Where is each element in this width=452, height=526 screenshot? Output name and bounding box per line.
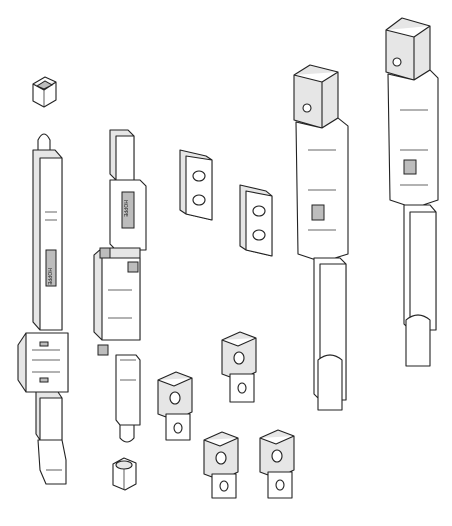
cap-bottom (112, 457, 137, 491)
svg-text:HOPPE: HOPPE (122, 200, 128, 217)
long-bar: HOPPE (17, 133, 69, 485)
slotted-bar: HOPPE (93, 129, 147, 443)
plate-a (179, 149, 213, 221)
svg-text:HOPPE: HOPPE (46, 268, 52, 285)
bracket-3 (203, 431, 239, 499)
bracket-2 (221, 331, 257, 403)
cap-top (32, 76, 57, 108)
plate-b (239, 184, 273, 257)
hinge-arm-short (293, 64, 349, 411)
hinge-arm-tall (385, 17, 439, 367)
bracket-4 (259, 429, 295, 499)
bracket-1 (157, 371, 193, 441)
